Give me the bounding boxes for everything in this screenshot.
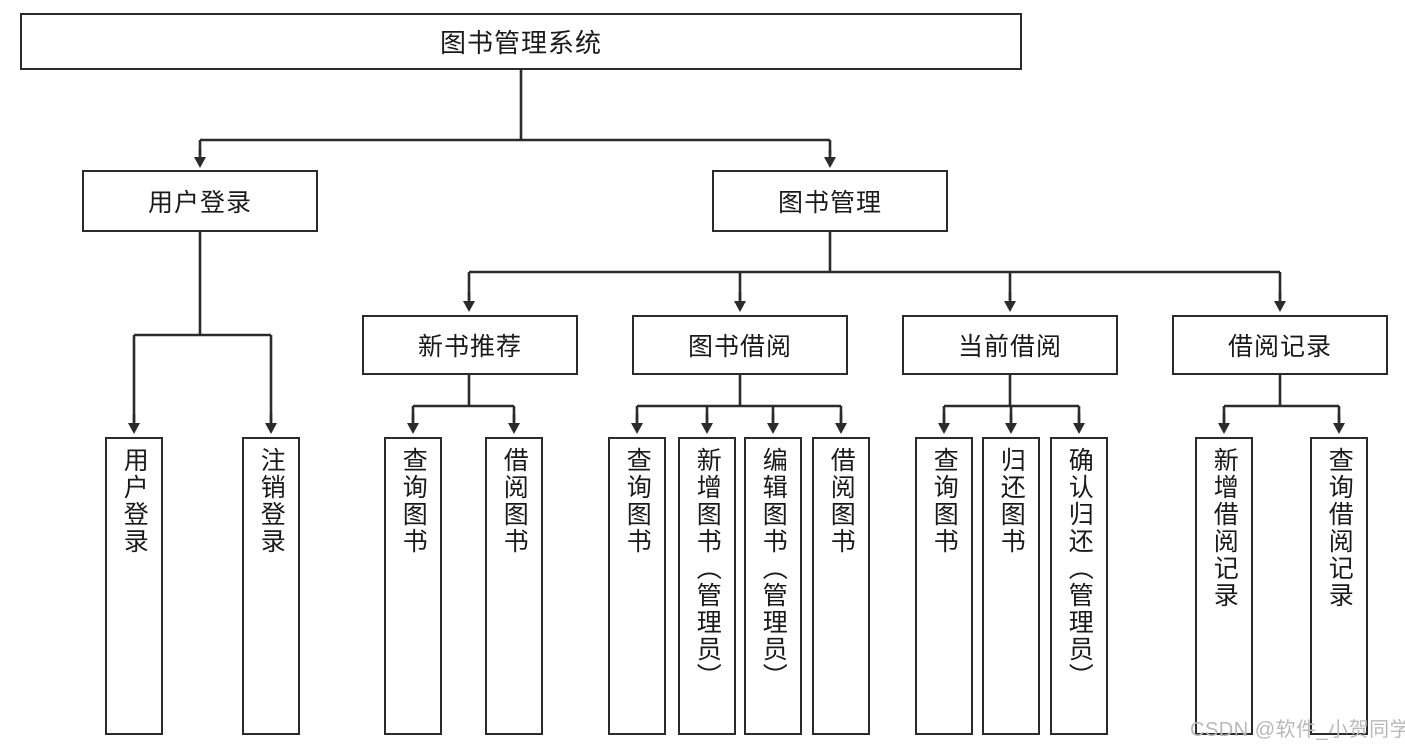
node-label: 确认归还（管理员） (1065, 447, 1094, 690)
node-new-book-recommend[interactable]: 新书推荐 (362, 315, 578, 375)
node-label: 查询图书 (623, 447, 652, 555)
node-label: 查询图书 (399, 447, 428, 555)
node-book-borrow[interactable]: 图书借阅 (632, 315, 848, 375)
leaf-borrow-record-query-record[interactable]: 查询借阅记录 (1310, 437, 1368, 735)
node-label: 借阅记录 (1227, 333, 1332, 361)
leaf-current-borrow-confirm-return-admin[interactable]: 确认归还（管理员） (1050, 437, 1108, 735)
leaf-book-borrow-borrow-book[interactable]: 借阅图书 (812, 437, 870, 735)
node-label: 编辑图书（管理员） (759, 447, 788, 690)
node-label: 用户登录 (120, 447, 149, 555)
node-label: 注销登录 (257, 447, 286, 555)
leaf-new-book-query-book[interactable]: 查询图书 (384, 437, 442, 735)
leaf-user-login-logout[interactable]: 注销登录 (242, 437, 300, 735)
node-label: 图书管理系统 (439, 28, 602, 58)
leaf-user-login-login[interactable]: 用户登录 (105, 437, 163, 735)
node-label: 新增图书（管理员） (693, 447, 722, 690)
node-label: 归还图书 (997, 447, 1026, 555)
node-label: 图书借阅 (687, 333, 792, 361)
node-label: 图书管理 (777, 189, 882, 217)
leaf-book-borrow-query-book[interactable]: 查询图书 (608, 437, 666, 735)
node-label: 查询图书 (930, 447, 959, 555)
leaf-book-borrow-add-book-admin[interactable]: 新增图书（管理员） (678, 437, 736, 735)
csdn-watermark: CSDN @软件_小贺同学 (1190, 719, 1405, 741)
node-label: 用户登录 (147, 189, 252, 217)
node-root-book-management-system[interactable]: 图书管理系统 (20, 13, 1022, 70)
node-label: 查询借阅记录 (1325, 447, 1354, 609)
leaf-current-borrow-return-book[interactable]: 归还图书 (982, 437, 1040, 735)
node-book-management[interactable]: 图书管理 (712, 170, 948, 232)
leaf-new-book-borrow-book[interactable]: 借阅图书 (485, 437, 543, 735)
leaf-borrow-record-add-record[interactable]: 新增借阅记录 (1195, 437, 1253, 735)
node-borrow-record[interactable]: 借阅记录 (1172, 315, 1388, 375)
node-label: 当前借阅 (957, 333, 1062, 361)
node-label: 新增借阅记录 (1210, 447, 1239, 609)
leaf-book-borrow-edit-book-admin[interactable]: 编辑图书（管理员） (744, 437, 802, 735)
node-label: 借阅图书 (500, 447, 529, 555)
node-label: 借阅图书 (827, 447, 856, 555)
node-user-login[interactable]: 用户登录 (82, 170, 318, 232)
leaf-current-borrow-query-book[interactable]: 查询图书 (915, 437, 973, 735)
node-label: 新书推荐 (417, 333, 522, 361)
node-current-borrow[interactable]: 当前借阅 (902, 315, 1118, 375)
